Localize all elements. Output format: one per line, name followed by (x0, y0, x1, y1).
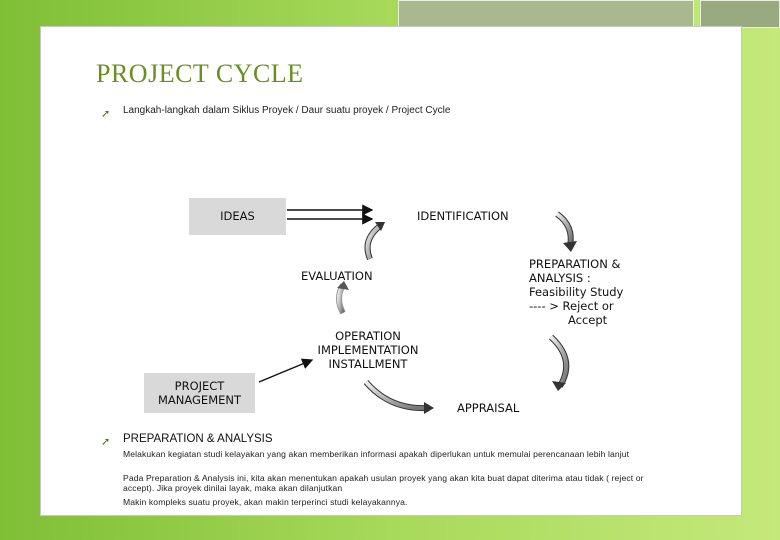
ideas-to-identification-arrow (287, 210, 372, 219)
curved-arrow (368, 222, 385, 259)
curved-arrow (551, 337, 566, 391)
curved-arrow (366, 382, 434, 414)
curved-arrow (557, 214, 577, 252)
curved-arrow (337, 281, 349, 313)
management-connector-arrow (259, 360, 312, 382)
